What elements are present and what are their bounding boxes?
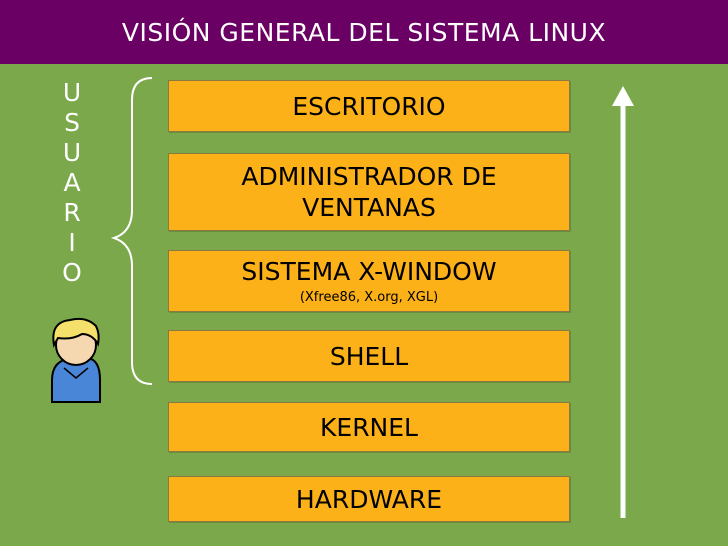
layer-shell: SHELL [168, 330, 570, 382]
user-vertical-label: U S U A R I O [56, 78, 88, 288]
layer-label: KERNEL [320, 412, 418, 442]
user-letter: U [62, 78, 82, 107]
user-avatar-icon [51, 317, 101, 403]
layer-kernel: KERNEL [168, 402, 570, 452]
user-letter: S [64, 108, 80, 137]
layer-sublabel: (Xfree86, X.org, XGL) [299, 289, 439, 305]
layer-label: ESCRITORIO [292, 91, 446, 121]
layer-sistema-x-window: SISTEMA X-WINDOW (Xfree86, X.org, XGL) [168, 250, 570, 312]
title-bar: VISIÓN GENERAL DEL SISTEMA LINUX [0, 0, 728, 64]
left-brace-icon [110, 77, 153, 385]
layer-label: SISTEMA X-WINDOW [241, 256, 497, 286]
layer-administrador-ventanas: ADMINISTRADOR DE VENTANAS [168, 153, 570, 231]
user-letter: R [63, 198, 81, 227]
layer-hardware: HARDWARE [168, 476, 570, 522]
layer-label: SHELL [329, 341, 409, 371]
user-letter: I [68, 228, 76, 257]
user-letter: O [62, 258, 82, 287]
user-letter: A [63, 168, 81, 197]
layer-label-line2: VENTANAS [302, 193, 436, 222]
layer-escritorio: ESCRITORIO [168, 80, 570, 132]
layer-label: HARDWARE [295, 484, 443, 514]
page-title: VISIÓN GENERAL DEL SISTEMA LINUX [121, 17, 607, 47]
user-letter: U [62, 138, 82, 167]
layer-label-line1: ADMINISTRADOR DE [241, 162, 497, 191]
up-arrow-icon [612, 86, 634, 518]
